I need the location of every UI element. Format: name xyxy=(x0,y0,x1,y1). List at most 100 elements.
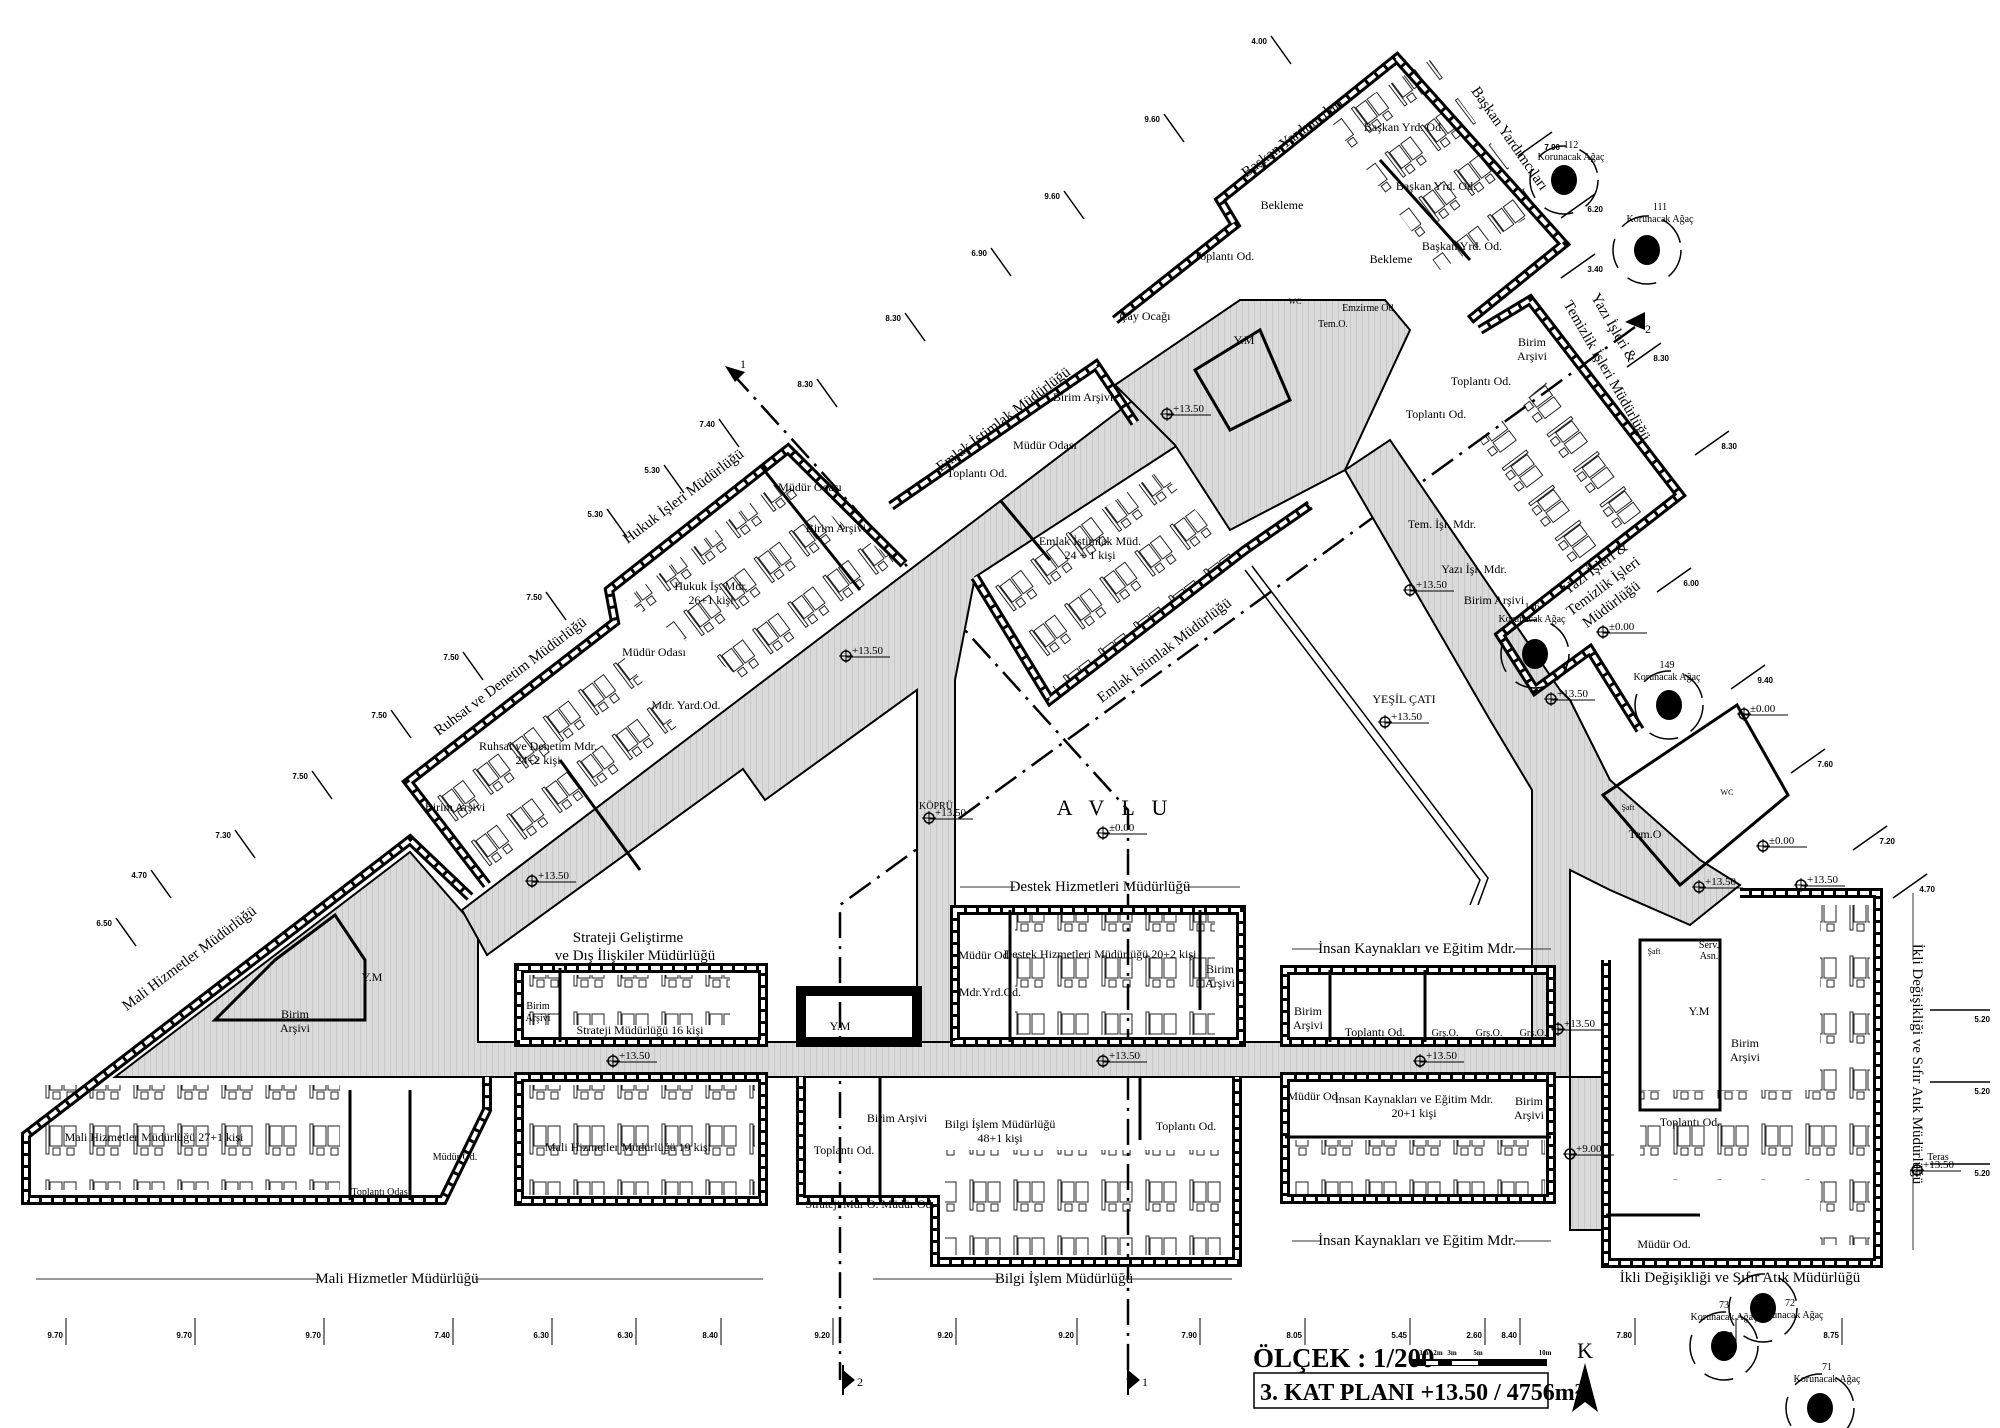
elevation-marker: ±0.00 xyxy=(1756,835,1807,853)
tree-number: 112 xyxy=(1564,140,1579,151)
room-ik-arsiv-1a: Birim xyxy=(1294,1004,1323,1018)
room-baskan-yrd-1: Başkan Yrd. Od. xyxy=(1364,120,1444,134)
room-ruhsat-main-2: 24+2 kişi xyxy=(515,753,561,767)
room-bilgi-toplanti-2: Toplantı Od. xyxy=(1156,1119,1217,1133)
area-labels: A V L U YEŞİL ÇATI KÖPRÜ Teras xyxy=(919,692,1949,1163)
room-ikli-saft: Şaft xyxy=(1648,947,1662,956)
dimension-value: 7.80 xyxy=(1717,1331,1733,1340)
elevation-marker: +13.50 xyxy=(525,870,576,888)
dimension-value: 5.30 xyxy=(644,466,660,475)
dimension-value: 6.90 xyxy=(971,249,987,258)
dimension-value: 9.60 xyxy=(1144,115,1160,124)
elevation-marker: ±0.00 xyxy=(1096,822,1147,840)
elevation-marker: +13.50 xyxy=(1794,874,1845,892)
tree-number: 72 xyxy=(1785,1298,1795,1309)
room-emlak-main-2: 24 + 1 kişi xyxy=(1064,548,1116,562)
dimension-value: 8.75 xyxy=(1823,1331,1839,1340)
room-emlak-mudur: Müdür Odası xyxy=(1013,438,1077,452)
elevation-markers: +13.50 +13.50 +13.50 +13.50 +13.50 +13.50 +13.… xyxy=(525,403,1961,1177)
elevation-value: +13.50 xyxy=(935,807,966,819)
elevation-value: +13.50 xyxy=(1557,688,1588,700)
dimension-value: 6.30 xyxy=(533,1331,549,1340)
room-yazi-arsiv-2: Arşivi xyxy=(1517,349,1548,363)
tree-canopy-icon xyxy=(1689,1311,1759,1381)
room-ikli-arsiv-1: Birim xyxy=(1731,1036,1760,1050)
room-ik-main-1: İnsan Kaynakları ve Eğitim Mdr. xyxy=(1335,1092,1493,1106)
dimension-value: 7.50 xyxy=(371,711,387,720)
section-markers: 1 2 1 2 xyxy=(725,312,1651,1395)
tree-number: 111 xyxy=(1653,202,1667,213)
dimension-value: 7.80 xyxy=(1616,1331,1632,1340)
tree-trunk-icon xyxy=(1522,639,1548,669)
tree-canopy-icon xyxy=(1500,619,1570,689)
room-ruhsat-arsiv: Birim Arşivi xyxy=(425,800,486,814)
room-destek-mudur: Müdür Od. xyxy=(958,948,1011,962)
room-ikli-arsiv-2: Arşivi xyxy=(1730,1050,1761,1064)
room-cay-ocagi: Çay Ocağı xyxy=(1120,309,1172,323)
room-mali-arsiv-2: Arşivi xyxy=(280,1021,311,1035)
dimension-value: 7.90 xyxy=(1181,1331,1197,1340)
section-marker-icon xyxy=(725,366,745,382)
dimension-value: 2.60 xyxy=(1466,1331,1482,1340)
tree-number: 149 xyxy=(1660,660,1675,671)
room-ik-main-2: 20+1 kişi xyxy=(1391,1106,1437,1120)
dimension-value: 6.50 xyxy=(96,919,112,928)
elevation-marker: +13.50 xyxy=(922,807,973,825)
tree-canopy-icon xyxy=(1785,1373,1855,1428)
room-bilgi-toplanti-1: Toplantı Od. xyxy=(814,1143,875,1157)
room-mali-19: Mali Hizmetler Müdürlüğü 19 kişi xyxy=(545,1140,712,1154)
elevation-marker: +13.50 xyxy=(1413,1050,1464,1068)
scale-bar: 1m 2m 3m 5m 10m xyxy=(1412,1349,1552,1366)
dimension-value: 8.40 xyxy=(1501,1331,1517,1340)
section-marker-2-bottom: 2 xyxy=(857,1375,863,1389)
room-ruhsat-main-1: Ruhsat ve Denetim Mdr. xyxy=(479,739,597,753)
dimension-value: 7.60 xyxy=(1817,760,1833,769)
room-baskan-yrd-2: Başkan Yrd. Od. xyxy=(1396,179,1476,193)
dimension-value: 9.20 xyxy=(937,1331,953,1340)
elevation-value: ±0.00 xyxy=(1609,621,1635,633)
room-bilgi-main-1: Bilgi İşlem Müdürlüğü xyxy=(945,1117,1056,1131)
dimension-value: 6.00 xyxy=(1683,579,1699,588)
section-marker-icon xyxy=(843,1370,855,1390)
room-ikli-ym: Y.M xyxy=(1689,1004,1710,1018)
elevation-marker: +13.50 xyxy=(1096,1050,1147,1068)
elevation-marker: +13.50 xyxy=(1544,688,1595,706)
elevation-value: ±0.00 xyxy=(1750,703,1776,715)
room-ik-gorusme-2: Grş.O. xyxy=(1476,1028,1503,1039)
room-hukuk-main-1: Hukuk İş. Mdr. xyxy=(674,579,747,593)
elevation-marker: +13.50 xyxy=(606,1050,657,1068)
room-yazi-arsiv-1: Birim xyxy=(1518,335,1547,349)
room-ik-toplanti: Toplantı Od. xyxy=(1345,1025,1406,1039)
room-yazi-toplanti-2: Toplantı Od. xyxy=(1406,407,1467,421)
tree-canopy-icon xyxy=(1612,215,1682,285)
room-ik-gorusme-3: Grş.O. xyxy=(1520,1028,1547,1039)
elevation-value: ±0.00 xyxy=(1769,835,1795,847)
dimension-value: 7.40 xyxy=(434,1331,450,1340)
dimension-value: 5.30 xyxy=(587,510,603,519)
terrace-label: Teras xyxy=(1927,1152,1949,1163)
room-yazi-toplanti-1: Toplantı Od. xyxy=(1451,374,1512,388)
dimension-value: 9.40 xyxy=(1757,676,1773,685)
title-block: ÖLÇEK : 1/200 1m 2m 3m 5m 10m 3. KAT PLA… xyxy=(1253,1338,1598,1412)
section-marker-icon xyxy=(1625,312,1645,330)
dept-baskan-label: Başkan Yardımcıları xyxy=(1239,95,1346,181)
elevation-marker: +13.50 xyxy=(1403,579,1454,597)
dept-ik-label: İnsan Kaynakları ve Eğitim Mdr. xyxy=(1318,941,1516,957)
tree-label: Korunacak Ağaç xyxy=(1627,214,1694,225)
elevation-marker: +13.50 xyxy=(1551,1018,1602,1036)
scale-label: ÖLÇEK : 1/200 xyxy=(1253,1343,1435,1373)
dimension-value: 8.30 xyxy=(885,314,901,323)
room-mali-mudur: Müdür Od. xyxy=(433,1152,477,1163)
tree-canopy-icon xyxy=(1529,145,1599,215)
dimension-value: 8.30 xyxy=(797,380,813,389)
tree-label: Korunacak Ağaç xyxy=(1634,672,1701,683)
tree-label: Korunacak Ağaç xyxy=(1538,152,1605,163)
dept-strateji-label-1: Strateji Geliştirme xyxy=(573,930,684,946)
section-marker-1-top: 1 xyxy=(740,357,746,371)
room-tem-o-top: Tem.O. xyxy=(1318,319,1348,330)
elevation-value: +13.50 xyxy=(852,645,883,657)
